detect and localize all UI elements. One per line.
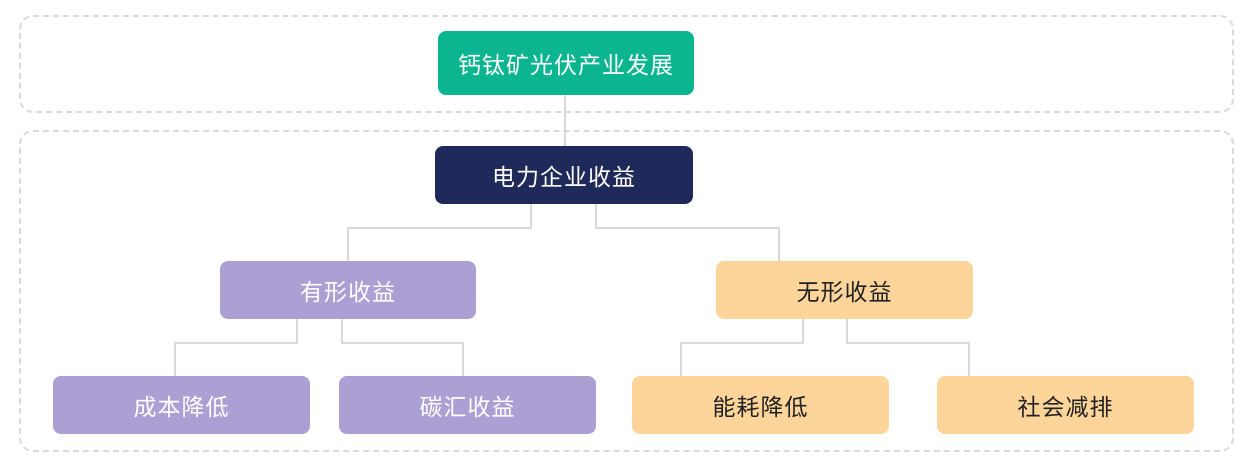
node-root-label: 钙钛矿光伏产业发展 <box>458 53 674 79</box>
node-leaf-1: 成本降低 <box>53 376 310 434</box>
connector-intangible-to-leaf3 <box>680 319 804 376</box>
top-group-frame <box>19 15 1234 113</box>
connector-intangible-to-leaf4 <box>846 319 970 376</box>
node-root: 钙钛矿光伏产业发展 <box>438 31 694 95</box>
node-leaf-4-label: 社会减排 <box>1017 395 1114 421</box>
node-level1: 电力企业收益 <box>435 146 693 204</box>
connector-level1-to-tangible <box>347 204 532 261</box>
node-leaf-2-label: 碳汇收益 <box>419 395 516 421</box>
node-leaf-4: 社会减排 <box>937 376 1194 434</box>
bottom-group-frame <box>19 130 1234 452</box>
node-intangible-label: 无形收益 <box>796 280 893 306</box>
node-leaf-3-label: 能耗降低 <box>712 395 809 421</box>
node-intangible: 无形收益 <box>716 261 973 319</box>
node-leaf-3: 能耗降低 <box>632 376 889 434</box>
node-tangible: 有形收益 <box>220 261 476 319</box>
connector-tangible-to-leaf2 <box>341 319 464 376</box>
node-tangible-label: 有形收益 <box>300 280 396 306</box>
node-leaf-1-label: 成本降低 <box>133 395 230 421</box>
node-leaf-2: 碳汇收益 <box>339 376 596 434</box>
connector-tangible-to-leaf1 <box>174 319 298 376</box>
node-level1-label: 电力企业收益 <box>492 165 636 191</box>
connector-level1-to-intangible <box>595 204 780 261</box>
